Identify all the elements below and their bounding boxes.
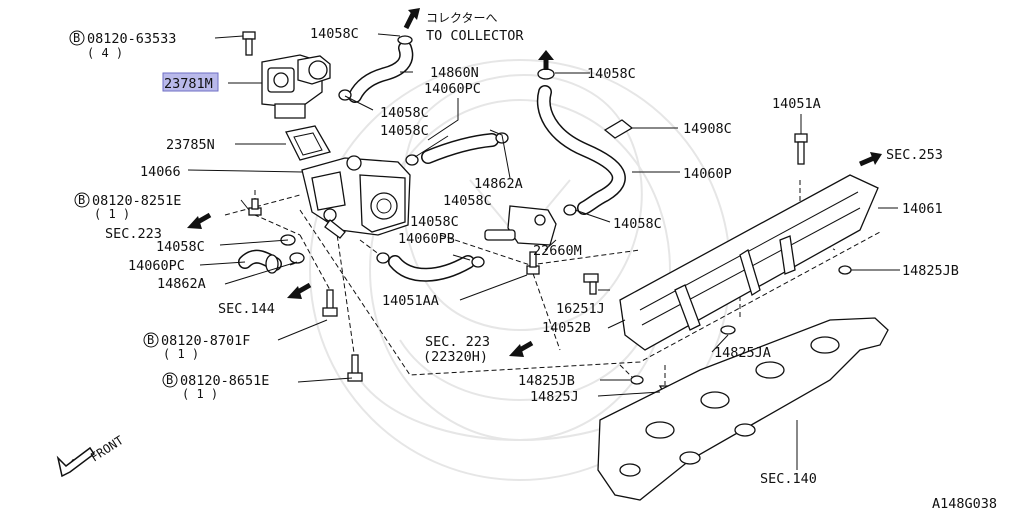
label-08120-63533[interactable]: 08120-63533 — [87, 31, 176, 47]
label-14058c-g[interactable]: 14058C — [587, 66, 636, 82]
bolt-14051aa-icon — [526, 251, 540, 275]
bolt-08120-8701f-icon — [322, 289, 338, 317]
arrow-up-icon — [538, 50, 554, 70]
label-14860n[interactable]: 14860N — [430, 65, 479, 81]
label-14825ja[interactable]: 14825JA — [714, 345, 771, 361]
label-14060p[interactable]: 14060P — [683, 166, 732, 182]
bolt-14051a-icon — [794, 133, 808, 165]
arrow-sec253-icon — [859, 152, 882, 167]
label-14058c-h[interactable]: 14058C — [613, 216, 662, 232]
bolt-mark-8701f: B — [143, 332, 159, 348]
label-14058c-b[interactable]: 14058C — [380, 105, 429, 121]
arrow-sec144-icon — [287, 282, 312, 299]
plug-16251j-icon — [583, 273, 599, 295]
egr-housing-14066-drawing — [301, 155, 411, 239]
highlight-23781m — [162, 72, 219, 92]
label-16251j[interactable]: 16251J — [556, 301, 605, 317]
leader-lines — [187, 33, 900, 470]
label-08120-8701f-qty: ( 1 ) — [163, 347, 199, 361]
gasket-14825ja-icon — [720, 325, 736, 335]
label-14060pb[interactable]: 14060PB — [398, 231, 455, 247]
label-08120-8701f[interactable]: 08120-8701F — [161, 333, 250, 349]
svg-text:B: B — [147, 333, 154, 347]
arrow-to-collector-icon — [403, 8, 420, 30]
gasket-23785n-drawing — [285, 125, 331, 161]
bolt-08120-8651e-icon — [347, 354, 363, 382]
label-14862a-center[interactable]: 14862A — [474, 176, 523, 192]
label-08120-8651e-qty: ( 1 ) — [182, 387, 218, 401]
svg-text:B: B — [73, 31, 80, 45]
hose-14060pb-drawing — [376, 252, 485, 282]
label-sec223-left[interactable]: SEC.223 — [105, 226, 162, 242]
label-14051a[interactable]: 14051A — [772, 96, 821, 112]
egr-tube-14061-drawing — [619, 174, 879, 351]
hose-14060pc-center-drawing — [405, 132, 509, 166]
label-14061[interactable]: 14061 — [902, 201, 943, 217]
bolt-mark-63533: B — [69, 30, 85, 46]
label-14052b[interactable]: 14052B — [542, 320, 591, 336]
label-14825j[interactable]: 14825J — [530, 389, 579, 405]
arrow-sec223-22320h-icon — [509, 340, 534, 357]
label-14058c-top[interactable]: 14058C — [310, 26, 359, 42]
label-14908c[interactable]: 14908C — [683, 121, 732, 137]
hose-14060pc-left-drawing — [238, 249, 282, 274]
drawing-code: A148G038 — [932, 496, 997, 511]
clamp-left-icon — [280, 234, 305, 264]
label-08120-8651e[interactable]: 08120-8651E — [180, 373, 269, 389]
label-sec140[interactable]: SEC.140 — [760, 471, 817, 487]
intake-manifold-drawing — [597, 317, 889, 501]
bolt-08120-8251e-icon — [248, 198, 262, 216]
label-23785n[interactable]: 23785N — [166, 137, 215, 153]
label-to-collector: TO COLLECTOR — [426, 28, 524, 44]
label-14066[interactable]: 14066 — [140, 164, 181, 180]
label-sec144[interactable]: SEC.144 — [218, 301, 275, 317]
label-14058c-c[interactable]: 14058C — [380, 123, 429, 139]
label-08120-8251e-qty: ( 1 ) — [94, 207, 130, 221]
label-08120-8251e[interactable]: 08120-8251E — [92, 193, 181, 209]
label-14825jb-right[interactable]: 14825JB — [902, 263, 959, 279]
label-front: FRONT — [88, 433, 126, 464]
label-14058c-e[interactable]: 14058C — [443, 193, 492, 209]
gasket-14825jb-lower-icon — [630, 375, 644, 385]
label-14051aa[interactable]: 14051AA — [382, 293, 439, 309]
svg-text:B: B — [166, 373, 173, 387]
front-arrow-icon — [56, 446, 96, 478]
label-sec253[interactable]: SEC.253 — [886, 147, 943, 163]
hose-14060p-drawing — [536, 68, 626, 216]
label-sec223-22320h-sub: (22320H) — [423, 349, 488, 365]
bolt-mark-8651e: B — [162, 372, 178, 388]
gasket-14825jb-icon — [838, 265, 852, 275]
svg-text:B: B — [78, 193, 85, 207]
label-22660m[interactable]: 22660M — [533, 243, 582, 259]
label-14060pc-left[interactable]: 14060PC — [128, 258, 185, 274]
bolt-08120-63533-icon — [242, 31, 256, 56]
label-14060pc-center[interactable]: 14060PC — [424, 81, 481, 97]
label-14825jb-lower[interactable]: 14825JB — [518, 373, 575, 389]
label-14058c-left[interactable]: 14058C — [156, 239, 205, 255]
bolt-mark-8251e: B — [74, 192, 90, 208]
label-23781m[interactable]: 23781M — [164, 76, 213, 92]
label-to-collector-jp: コレクターへ — [426, 11, 498, 25]
arrow-sec223-left-icon — [187, 212, 212, 229]
hose-14860n-drawing — [338, 35, 414, 103]
label-08120-63533-qty: ( 4 ) — [87, 46, 123, 60]
label-14058c-f[interactable]: 14058C — [410, 214, 459, 230]
label-14862a-left[interactable]: 14862A — [157, 276, 206, 292]
egr-valve-23781m-drawing — [261, 54, 331, 119]
label-sec223-22320h[interactable]: SEC. 223 — [425, 334, 490, 350]
